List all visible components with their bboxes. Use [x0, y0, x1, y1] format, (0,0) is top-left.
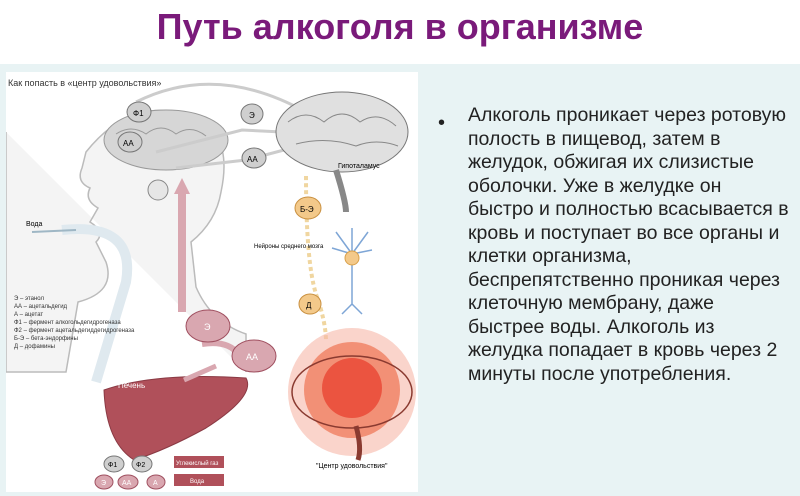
- node-f1-top-label: Ф1: [133, 109, 144, 118]
- description-text: Алкоголь проникает через ротовую полость…: [468, 104, 789, 385]
- node-be-label: Б-Э: [300, 205, 314, 214]
- legend: Э – этанол АА – ацетальдегид А – ацетат …: [14, 296, 135, 350]
- water-arrow: [31, 229, 77, 233]
- legend-item: АА – ацетальдегид: [14, 304, 68, 310]
- chain-f1: [103, 455, 125, 473]
- node-aa-head-label: АА: [123, 139, 134, 148]
- pleasure-center-label: "Центр удовольствия": [316, 463, 388, 470]
- right-brain: [275, 91, 409, 173]
- node-e-top: [240, 103, 264, 125]
- diagram-caption: Как попасть в «центр удовольствия»: [8, 78, 162, 88]
- head-brain-folds: [115, 127, 207, 137]
- hypothalamus-label: Гипоталамус: [338, 163, 380, 170]
- arc-top: [135, 82, 307, 114]
- water-box: [174, 474, 224, 486]
- node-d: [298, 293, 322, 315]
- chain-e: [94, 474, 114, 490]
- legend-item: Ф1 – фермент алкогольдегидрогеназа: [14, 320, 121, 326]
- liver-arrow: [182, 363, 218, 383]
- chain-f2-label: Ф2: [136, 462, 145, 469]
- chain-a: [146, 474, 166, 490]
- blood-arrowhead: [174, 178, 190, 194]
- node-aa-head: [117, 131, 143, 153]
- head-brain: [103, 109, 229, 171]
- chain-a-label: А: [153, 480, 158, 487]
- node-aa-body: [231, 339, 277, 373]
- chain-aa-label: АА: [122, 480, 132, 487]
- co2-label: Углекислый газ: [176, 460, 219, 467]
- node-aa-top-label: АА: [247, 155, 258, 164]
- co2-box: [174, 456, 224, 468]
- brainstem: [333, 169, 349, 213]
- diagram-svg: Печень Ф1 АА Э АА Б-Э: [6, 82, 416, 490]
- chain-f1-label: Ф1: [108, 462, 117, 469]
- chain-e-label: Э: [101, 480, 106, 487]
- water-label: Вода: [26, 221, 42, 228]
- legend-item: Д – дофамины: [14, 344, 55, 350]
- chain-f2: [131, 455, 153, 473]
- legend-item: Э – этанол: [14, 296, 44, 302]
- node-e-body: [185, 309, 231, 343]
- bullet-icon: •: [438, 112, 446, 134]
- alcohol-pathway-diagram: Печень Ф1 АА Э АА Б-Э: [6, 72, 418, 492]
- pleasure-brain: [291, 355, 413, 429]
- arc-to-brain: [155, 128, 283, 154]
- bottom-chain: Ф1 Ф2 Э АА А Углекислый газ Вода: [94, 455, 224, 490]
- page-title: Путь алкоголя в организме: [156, 6, 644, 47]
- node-d-label: Д: [306, 301, 312, 310]
- node-e-body-label: Э: [204, 322, 211, 332]
- water-box-label: Вода: [190, 479, 205, 485]
- glow-inner: [322, 358, 382, 418]
- node-f1-top: [126, 101, 152, 123]
- esophagus-path: [61, 224, 133, 384]
- neuron-body: [344, 250, 360, 266]
- neuron: [331, 228, 373, 315]
- pink-path: [304, 175, 328, 343]
- node-e-top-label: Э: [249, 111, 255, 120]
- node-aa-top: [241, 147, 267, 169]
- pleasure-brainstem: [353, 425, 363, 461]
- liver: [103, 376, 248, 461]
- liver-label: Печень: [118, 381, 145, 390]
- node-aa-body-label: АА: [246, 352, 258, 362]
- right-brain-folds: [287, 113, 399, 147]
- chain-aa: [117, 474, 139, 490]
- ear: [147, 179, 169, 201]
- node-be: [294, 196, 322, 220]
- legend-item: Ф2 – фермент ацетальдегиддегидрогеназа: [14, 328, 135, 334]
- neurons-label: Нейроны среднего мозга: [254, 243, 324, 250]
- legend-item: А – ацетат: [14, 312, 43, 318]
- legend-item: Б-Э – бета-эндорфины: [14, 336, 78, 342]
